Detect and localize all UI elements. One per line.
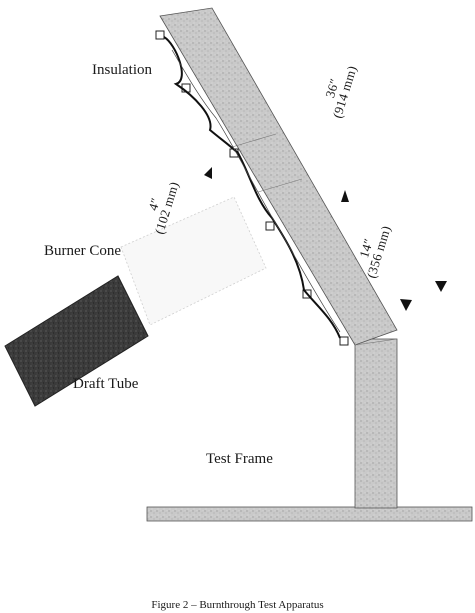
burner-cone-label: Burner Cone: [44, 243, 122, 259]
insulation-label: Insulation: [92, 62, 152, 78]
draft-tube-label: Draft Tube: [73, 376, 139, 392]
panel-joint-3: [354, 338, 398, 346]
test-frame-label: Test Frame: [206, 451, 273, 467]
test-frame-post: [354, 338, 398, 509]
draft-tube: [4, 275, 149, 407]
burner-cone: [120, 196, 267, 326]
figure-caption: Figure 2 – Burnthrough Test Apparatus: [151, 599, 324, 611]
panel-joint-1: [231, 133, 277, 148]
dimension-arrow-14-right: [435, 281, 447, 292]
insulation-inner-line: [171, 49, 341, 333]
inclined-frame-panel: [159, 7, 398, 346]
dimension-arrow-14-left: [400, 299, 412, 311]
base-beam: [146, 506, 473, 522]
insulation-blanket: [163, 36, 341, 339]
dimension-arrow-36-top: [341, 190, 349, 202]
dimension-arrow-burner: [204, 167, 212, 179]
panel-joint-2: [257, 178, 303, 193]
